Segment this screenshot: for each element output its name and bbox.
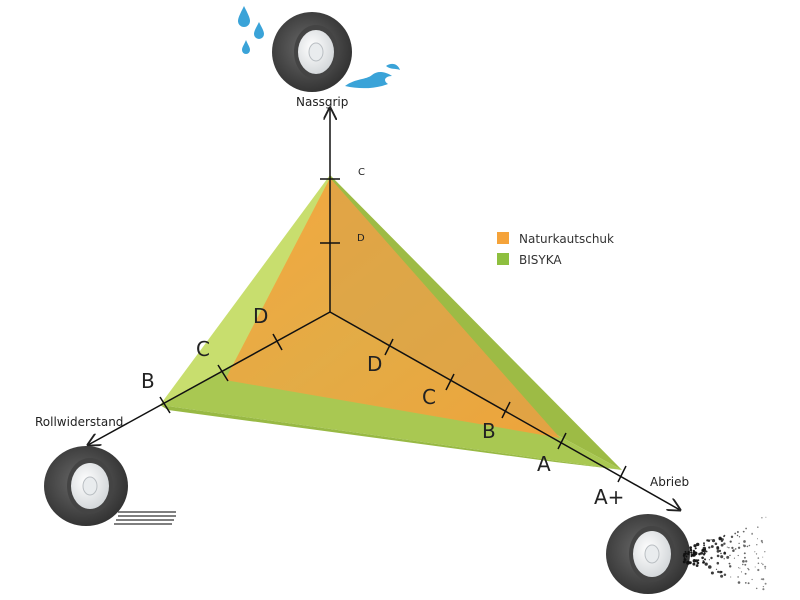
naturkautschuk-area [225, 178, 560, 438]
legend-swatch-bisyka [497, 253, 509, 265]
rolling-tick-label: C [196, 337, 210, 361]
legend: Naturkautschuk BISYKA [497, 232, 614, 267]
axes [88, 108, 680, 510]
tire-with-dust-particles-icon [606, 514, 767, 594]
abrasion-tick-label: A [537, 452, 551, 476]
legend-label-bisyka: BISYKA [519, 253, 562, 267]
rolling-resistance-title: Rollwiderstand [35, 415, 123, 429]
legend-label-naturkautschuk: Naturkautschuk [519, 232, 614, 246]
wet-grip-tick-labels: C D [357, 167, 365, 244]
abrasion-tick-label: A+ [594, 485, 624, 509]
legend-swatch-naturkautschuk [497, 232, 509, 244]
rolling-tick-label: B [141, 369, 155, 393]
abrasion-tick-labels: D C B A A+ [367, 352, 624, 509]
abrasion-tick-label: D [367, 352, 382, 376]
wet-grip-title: Nassgrip [296, 95, 348, 109]
rolling-resistance-axis [88, 311, 331, 445]
tire-with-speed-lines-icon [44, 446, 176, 526]
abrasion-title: Abrieb [650, 475, 689, 489]
wet-tick-label: C [358, 167, 365, 178]
rolling-tick-label: D [253, 304, 268, 328]
rolling-tick-labels: D C B [141, 304, 268, 393]
abrasion-tick-label: C [422, 385, 436, 409]
abrasion-tick-label: B [482, 419, 496, 443]
wet-tick-label: D [357, 233, 365, 244]
tire-with-water-drops-icon [238, 6, 400, 92]
